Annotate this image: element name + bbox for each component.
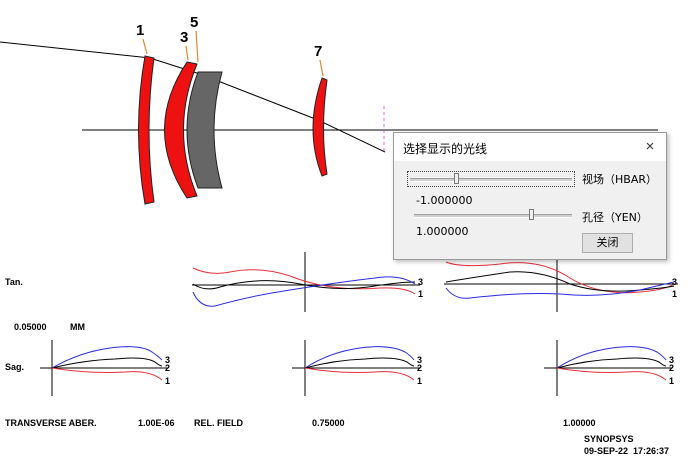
tan-curve-0-75-red bbox=[192, 267, 416, 295]
sag-curve-1-00-blue bbox=[556, 346, 667, 369]
close-button[interactable]: 关闭 bbox=[582, 233, 633, 253]
lens-element-3 bbox=[164, 61, 198, 199]
aperture-slider[interactable] bbox=[414, 207, 572, 223]
scale-value: 0.05000 bbox=[14, 322, 47, 332]
dialog-title-bar[interactable]: 选择显示的光线 × bbox=[394, 133, 666, 161]
field-slider[interactable] bbox=[410, 171, 572, 187]
sag-plot-0-00 bbox=[40, 340, 168, 396]
lens-label-3: 3 bbox=[180, 29, 189, 46]
close-icon[interactable]: × bbox=[645, 138, 655, 155]
transverse-aber-label: TRANSVERSE ABER. bbox=[5, 418, 97, 428]
sag-label: Sag. bbox=[5, 362, 25, 372]
curve-label-1: 1 bbox=[417, 376, 423, 386]
scale-unit: MM bbox=[70, 322, 85, 332]
tan-curve-1-00-red bbox=[445, 261, 675, 294]
field-value: -1.000000 bbox=[416, 194, 473, 207]
ray-selection-dialog: 选择显示的光线 × 视场（HBAR） -1.000000 孔径（YEN） 1.0… bbox=[393, 132, 667, 260]
sag-curve-0-00-red bbox=[51, 367, 163, 381]
lens-element-5 bbox=[186, 71, 223, 189]
field-slider-label: 视场（HBAR） bbox=[582, 173, 657, 186]
aperture-slider-thumb[interactable] bbox=[529, 209, 534, 220]
sag-plot-1-00 bbox=[544, 340, 672, 396]
curve-label-3: 3 bbox=[417, 355, 423, 365]
leader-line-3 bbox=[185, 45, 189, 61]
sag-plot-0-75 bbox=[292, 340, 420, 396]
lens-label-5: 5 bbox=[190, 14, 199, 31]
curve-label-3: 3 bbox=[165, 355, 171, 365]
curve-label-2: 2 bbox=[669, 363, 675, 373]
dialog-title: 选择显示的光线 bbox=[403, 142, 488, 156]
tan-curve-0-75-black bbox=[192, 280, 416, 290]
brand-label: SYNOPSYS bbox=[584, 434, 634, 444]
tan-plot-1-00 bbox=[444, 252, 678, 312]
lens-element-1 bbox=[138, 55, 155, 205]
sag-curve-0-75-red bbox=[304, 367, 415, 381]
field-slider-thumb[interactable] bbox=[454, 173, 459, 184]
sag-curve-0-00-black bbox=[51, 357, 163, 369]
wavelength-value: 1.00E-06 bbox=[138, 418, 175, 428]
lens-element-7 bbox=[312, 77, 328, 177]
lens-label-1: 1 bbox=[136, 22, 145, 39]
curve-label-3: 3 bbox=[672, 277, 678, 287]
rel-field-label: REL. FIELD bbox=[194, 418, 243, 428]
leader-line-1 bbox=[142, 38, 148, 55]
sag-curve-1-00-red bbox=[556, 367, 667, 381]
curve-label-3: 3 bbox=[418, 277, 424, 287]
focus-rectangle bbox=[407, 171, 575, 187]
aperture-value: 1.000000 bbox=[416, 225, 469, 238]
sag-curve-0-75-black bbox=[304, 357, 415, 369]
curve-label-2: 2 bbox=[417, 363, 423, 373]
field-value-0-75: 0.75000 bbox=[312, 418, 345, 428]
aperture-slider-track bbox=[414, 214, 572, 218]
curve-label-2: 2 bbox=[165, 363, 171, 373]
sag-curve-1-00-black bbox=[556, 357, 667, 369]
leader-line-5 bbox=[195, 30, 199, 63]
tan-plot-0-75 bbox=[192, 252, 420, 312]
tan-curve-1-00-black bbox=[445, 271, 675, 292]
leader-line-7 bbox=[319, 59, 324, 77]
field-slider-track bbox=[410, 178, 572, 182]
sag-curve-0-75-blue bbox=[304, 346, 415, 369]
field-value-1-00: 1.00000 bbox=[563, 418, 596, 428]
curve-label-1: 1 bbox=[165, 376, 171, 386]
curve-label-1: 1 bbox=[669, 376, 675, 386]
curve-label-1: 1 bbox=[418, 289, 424, 299]
tan-curve-0-75-blue bbox=[192, 276, 416, 307]
timestamp: 09-SEP-22 17:26:37 bbox=[584, 446, 670, 456]
lens-label-7: 7 bbox=[314, 43, 323, 60]
curve-label-1: 1 bbox=[672, 289, 678, 299]
tan-label: Tan. bbox=[5, 277, 23, 287]
curve-label-3: 3 bbox=[669, 355, 675, 365]
aperture-slider-label: 孔径（YEN） bbox=[582, 211, 648, 224]
sag-curve-0-00-blue bbox=[51, 346, 163, 369]
tan-curve-1-00-blue bbox=[445, 281, 675, 299]
